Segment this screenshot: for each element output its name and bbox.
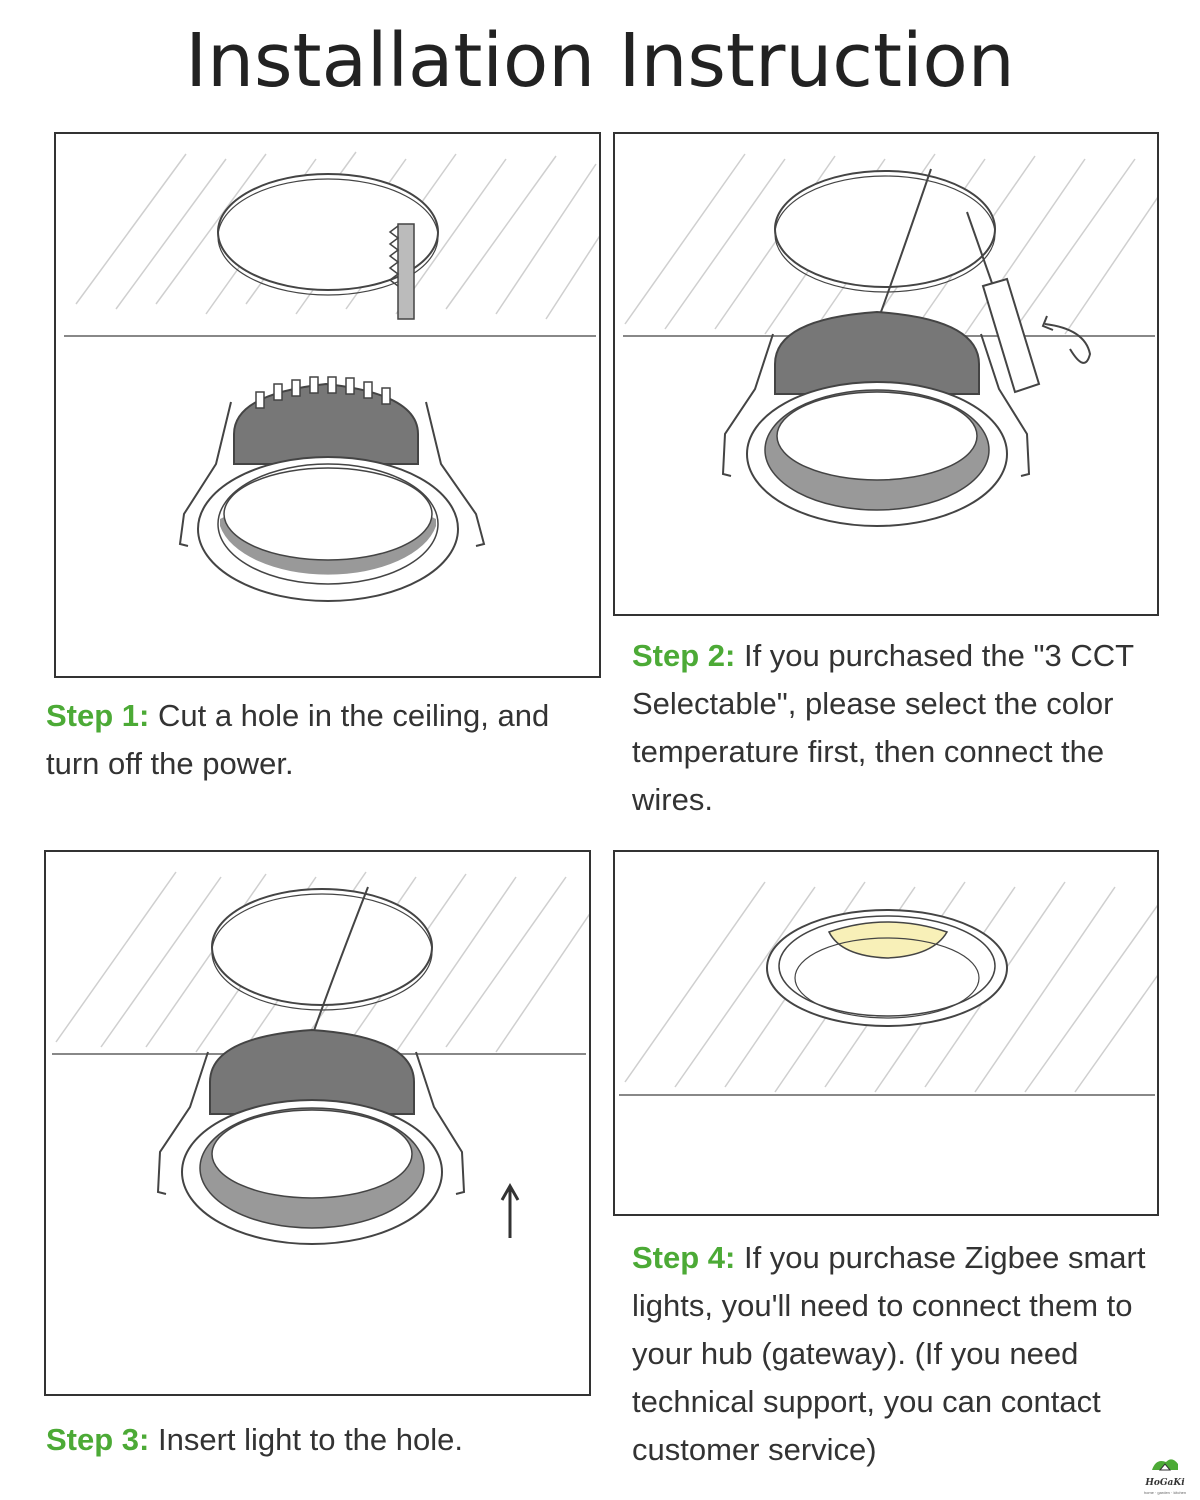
- screwdriver-icon: [966, 211, 1041, 394]
- step-2-illustration: [613, 132, 1159, 616]
- step-2-caption: Step 2: If you purchased the "3 CCT Sele…: [632, 632, 1188, 824]
- step-4-label: Step 4:: [632, 1240, 736, 1275]
- step-4-illustration: [613, 850, 1159, 1216]
- step-4-text: If you purchase Zigbee smart lights, you…: [632, 1240, 1146, 1467]
- brand-logo: HoGaKi home · garden · kitchen: [1142, 1454, 1188, 1496]
- step-3-caption: Step 3: Insert light to the hole.: [46, 1416, 586, 1464]
- downlight-fixture: [156, 1028, 466, 1245]
- logo-tagline: home · garden · kitchen: [1143, 1490, 1187, 1495]
- page-title: Installation Instruction: [185, 18, 1015, 104]
- step-2-text: If you purchased the "3 CCT Selectable",…: [632, 638, 1134, 817]
- step-3-illustration: [44, 850, 591, 1396]
- downlight-fixture: [178, 376, 486, 602]
- step-3-text: Insert light to the hole.: [149, 1422, 463, 1457]
- step-1-text: Cut a hole in the ceiling, and turn off …: [46, 698, 550, 781]
- step-2-label: Step 2:: [632, 638, 736, 673]
- step-1-caption: Step 1: Cut a hole in the ceiling, and t…: [46, 692, 586, 788]
- step-3-label: Step 3:: [46, 1422, 150, 1457]
- step-4-caption: Step 4: If you purchase Zigbee smart lig…: [632, 1234, 1188, 1474]
- downlight-fixture: [721, 310, 1031, 527]
- logo-name: HoGaKi: [1145, 1478, 1185, 1488]
- step-1-label: Step 1:: [46, 698, 150, 733]
- installed-downlight: [766, 909, 1008, 1027]
- step-1-illustration: [54, 132, 601, 678]
- arrow-up-icon: [500, 1182, 520, 1238]
